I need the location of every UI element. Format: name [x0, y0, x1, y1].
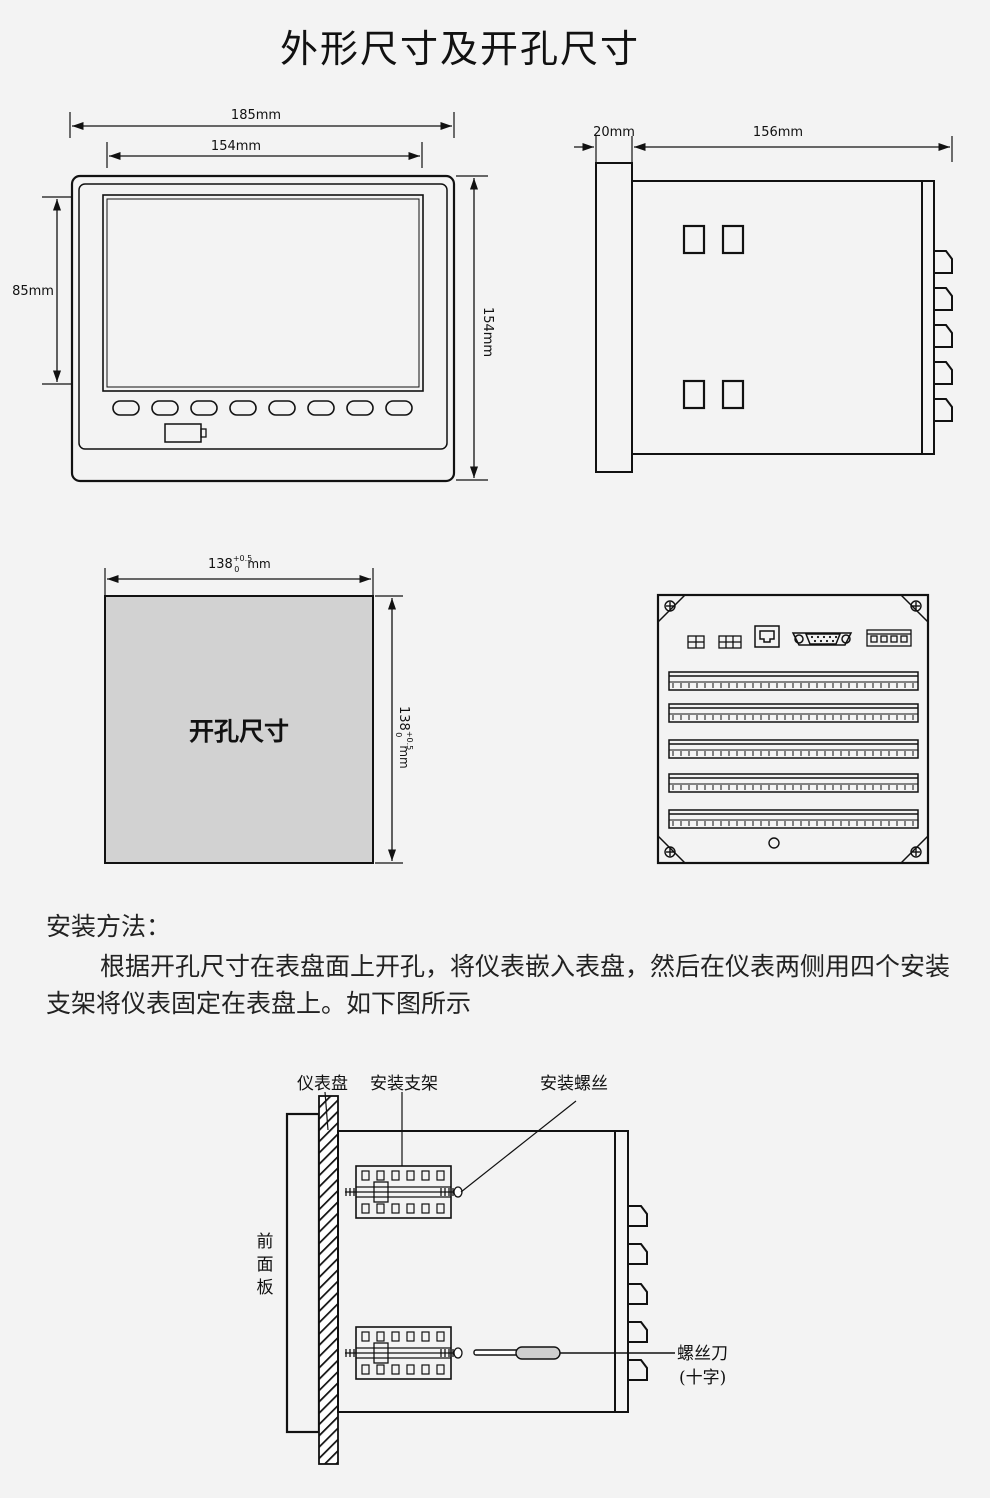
label-front-panel-1: 前 [257, 1232, 274, 1252]
side-view [574, 136, 953, 473]
label-screwdriver-type: (十字) [679, 1368, 726, 1388]
terminal-strip [668, 671, 919, 691]
terminal-strip [668, 773, 919, 793]
dim-width-inner: 154mm [211, 139, 261, 154]
label-mounting-bracket: 安装支架 [370, 1074, 438, 1094]
install-method-text: 根据开孔尺寸在表盘面上开孔，将仪表嵌入表盘，然后在仪表两侧用四个安装支架将仪表固… [46, 952, 951, 1018]
screwdriver-icon [473, 1346, 675, 1360]
terminal-strip [668, 739, 919, 759]
screw-icon [910, 600, 922, 612]
serial-port-icon [791, 632, 853, 646]
cutout-view [104, 568, 403, 864]
mounting-diagram [285, 1091, 675, 1465]
dim-depth-body: 156mm [753, 125, 803, 140]
install-method-heading: 安装方法： [46, 912, 172, 941]
label-screwdriver: 螺丝刀 [677, 1344, 728, 1364]
dim-width-outer: 185mm [231, 108, 281, 123]
terminal-strip [668, 703, 919, 723]
rear-view [656, 593, 930, 865]
label-mounting-screw: 安装螺丝 [540, 1074, 608, 1094]
mounting-bracket [345, 1165, 463, 1219]
screw-icon [664, 600, 676, 612]
screw-icon [664, 846, 676, 858]
terminal-strip [668, 809, 919, 829]
dim-height-outer: 154mm [480, 307, 495, 357]
dim-depth-front: 20mm [593, 125, 635, 140]
dim-cutout-height: 138+0.50mm [394, 706, 414, 769]
connector-icon [718, 635, 742, 649]
label-front-panel-3: 板 [257, 1278, 274, 1298]
cutout-label: 开孔尺寸 [189, 717, 289, 746]
ethernet-port-icon [754, 625, 780, 648]
connector-icon [687, 635, 705, 649]
front-view [42, 112, 488, 483]
label-front-panel-2: 面 [257, 1255, 274, 1275]
page-title: 外形尺寸及开孔尺寸 [279, 27, 640, 71]
label-instrument-panel: 仪表盘 [297, 1074, 348, 1094]
dim-height-screen: 85mm [12, 284, 54, 299]
screw-icon [910, 846, 922, 858]
power-terminal-icon [866, 629, 912, 647]
mounting-bracket [345, 1326, 463, 1380]
